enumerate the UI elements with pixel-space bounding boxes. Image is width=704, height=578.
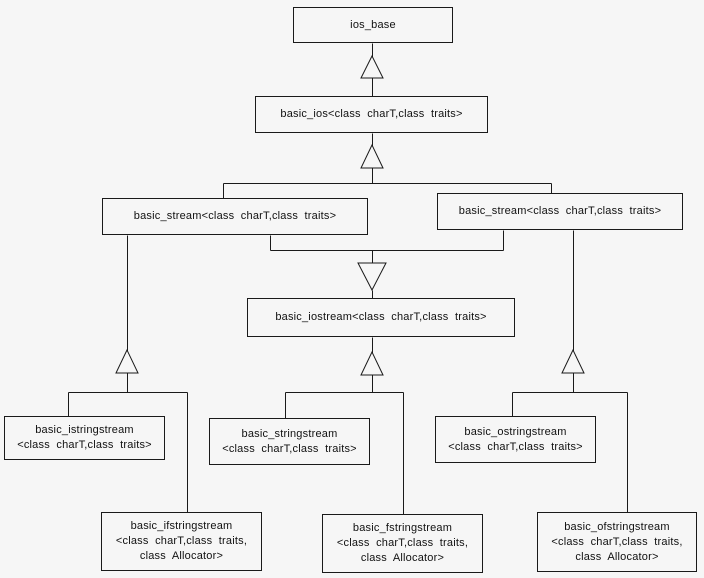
inheritance-arrowhead-down-icon	[357, 262, 387, 292]
inheritance-arrowhead-icon	[360, 350, 384, 376]
inheritance-arrowheads	[115, 54, 585, 376]
class-box-basic-istringstream: basic_istringstream <class charT,class t…	[4, 416, 165, 460]
class-box-basic-ofstringstream: basic_ofstringstream <class charT,class …	[537, 512, 697, 572]
class-box-basic-stringstream: basic_stringstream <class charT,class tr…	[209, 418, 370, 465]
inheritance-arrowhead-icon	[561, 348, 585, 374]
class-box-basic-ios: basic_ios<class charT,class traits>	[255, 96, 488, 133]
edge-lines	[68, 43, 628, 515]
class-box-basic-iostream: basic_iostream<class charT,class traits>	[247, 298, 515, 337]
class-box-ios-base: ios_base	[293, 7, 453, 43]
inheritance-arrowhead-icon	[360, 143, 384, 169]
inheritance-arrowhead-icon	[115, 348, 139, 374]
class-box-basic-stream-left: basic_stream<class charT,class traits>	[102, 198, 368, 235]
inheritance-arrowhead-icon	[360, 54, 384, 79]
class-box-basic-ostringstream: basic_ostringstream <class charT,class t…	[435, 416, 596, 463]
class-box-basic-ifstringstream: basic_ifstringstream <class charT,class …	[101, 512, 262, 571]
class-box-basic-stream-right: basic_stream<class charT,class traits>	[437, 193, 683, 230]
class-box-basic-fstringstream: basic_fstringstream <class charT,class t…	[322, 514, 483, 573]
